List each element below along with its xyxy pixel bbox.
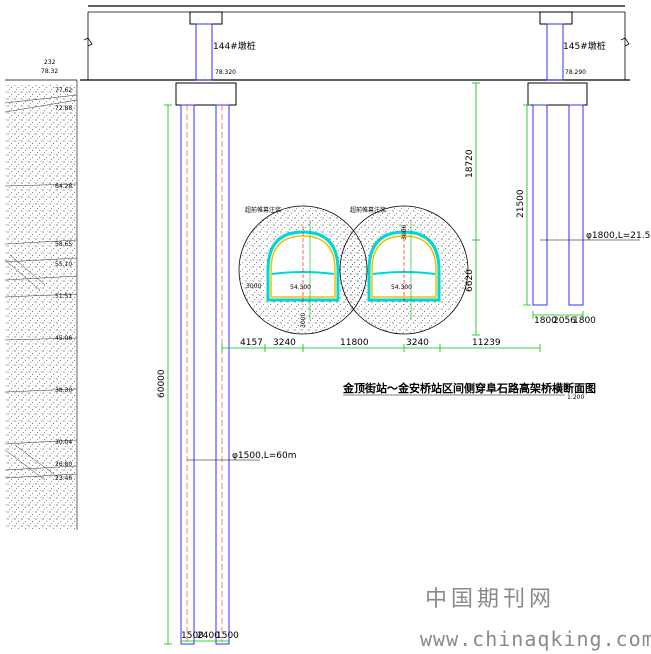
hdim: 4157 [240, 338, 263, 348]
drawing-title: 金顶街站～金安桥站区间侧穿阜石路高架桥横断面图 1:200 [342, 381, 596, 401]
right-tunnel-label: 超前帷幕注浆 [350, 206, 386, 214]
borehole-depth: 38.30 [55, 387, 72, 394]
right-base-dim: 1800 [573, 316, 596, 326]
left-pile-spec: φ1500,L=60m [232, 451, 296, 461]
right-tunnel-elevation: 54.300 [391, 284, 412, 291]
left-pile-length: 60000 [157, 369, 167, 398]
watermark-url: www.chinaqking.com [420, 627, 651, 651]
left-pier-elevation: 78.320 [215, 69, 236, 76]
right-base-dim: 1800 [534, 316, 557, 326]
dim-18720: 18720 [465, 149, 475, 178]
borehole-depth: 58.65 [55, 241, 72, 248]
borehole-depth: 77.62 [55, 87, 72, 94]
bridge-deck [80, 5, 630, 81]
borehole-depth: 30.04 [55, 439, 72, 446]
hdim: 11800 [340, 338, 369, 348]
hdim: 11239 [472, 338, 501, 348]
right-pile-spec: φ1800,L=21.5m [586, 231, 651, 241]
left-tunnel: 超前帷幕注浆 54.300 3000 3000 [238, 205, 368, 335]
horizontal-dimensions [181, 311, 584, 642]
right-pile-length: 21500 [516, 189, 526, 218]
drawing-scale: 1:200 [567, 394, 584, 401]
right-pier-elevation: 78.290 [565, 69, 586, 76]
left-tunnel-label: 超前帷幕注浆 [245, 206, 281, 214]
left-pier: 144#墩桩 78.320 φ1500,L=60m [175, 23, 296, 645]
vertical-dimensions [164, 82, 531, 645]
borehole-depth: 45.06 [55, 335, 72, 342]
hdim: 3240 [406, 338, 429, 348]
borehole-depth: 51.51 [55, 293, 72, 300]
drawing-title-text: 金顶街站～金安桥站区间侧穿阜石路高架桥横断面图 [342, 381, 596, 395]
borehole-top-elevation: 78.32 [41, 68, 58, 75]
left-tunnel-elevation: 54.300 [290, 284, 311, 291]
dim-6620: 6620 [465, 269, 475, 292]
borehole-log: 232 78.32 77.62 72.88 64.28 58.65 55.10 … [4, 59, 78, 530]
borehole-depth: 64.28 [55, 183, 72, 190]
left-base-dim: 1500 [181, 631, 204, 641]
right-tunnel: 超前帷幕注浆 54.300 3000 [339, 205, 469, 335]
right-grout-dim-top: 3000 [401, 225, 408, 240]
left-pier-label: 144#墩桩 [213, 40, 256, 52]
watermark-cn: 中国期刊网 [425, 587, 555, 612]
right-pier: 145#墩桩 78.290 φ1800,L=21.5m [527, 23, 651, 306]
borehole-depth: 23.46 [55, 475, 72, 482]
left-base-dim: 2400 [197, 631, 220, 641]
borehole-depth: 26.80 [55, 461, 72, 468]
borehole-depth: 55.10 [55, 261, 72, 268]
hdim: 3240 [273, 338, 296, 348]
borehole-depth: 72.88 [55, 105, 72, 112]
left-grout-dim-bottom: 3000 [300, 313, 307, 328]
right-base-dim: 2056 [553, 316, 576, 326]
left-grout-dim-left: 3000 [246, 283, 261, 290]
right-pier-label: 145#墩桩 [563, 40, 606, 52]
left-base-dim: 1500 [216, 631, 239, 641]
borehole-top-label: 232 [44, 59, 56, 66]
